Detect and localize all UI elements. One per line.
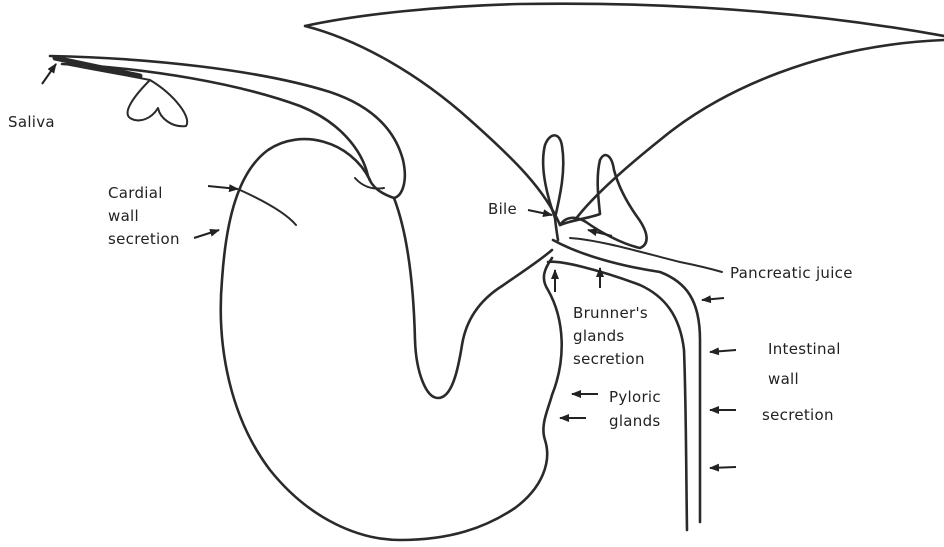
label-brunner-line1: Brunner's [573,304,648,322]
arrow-intestinal-2 [710,350,736,352]
arrow-intestinal-4 [710,467,736,468]
label-intestinal-line3: secretion [762,406,834,424]
label-cardial-line1: Cardial [108,184,163,202]
intestine-outer-wall [553,240,700,522]
arrow-intestinal-1 [702,298,724,300]
arrow-cardial-2 [194,230,219,238]
label-brunner-line2: glands [573,327,625,345]
cardia-line [240,190,296,225]
label-brunner-line3: secretion [573,350,645,368]
esophagus-outer [50,56,405,198]
esophagus-inner [62,64,394,198]
label-pancreatic-juice: Pancreatic juice [730,264,853,282]
label-cardial-line3: secretion [108,230,180,248]
label-intestinal-line1: Intestinal [768,340,841,358]
arrow-bile [528,210,552,215]
label-bile: Bile [488,200,517,218]
label-cardial-line2: wall [108,207,139,225]
gall-bladder [543,135,563,218]
arrow-saliva [42,64,56,84]
label-intestinal-line2: wall [768,370,799,388]
arrow-cardial-1 [208,186,238,189]
label-saliva: Saliva [8,113,55,131]
label-pyloric-line1: Pyloric [609,388,661,406]
label-pyloric-line2: glands [609,412,661,430]
